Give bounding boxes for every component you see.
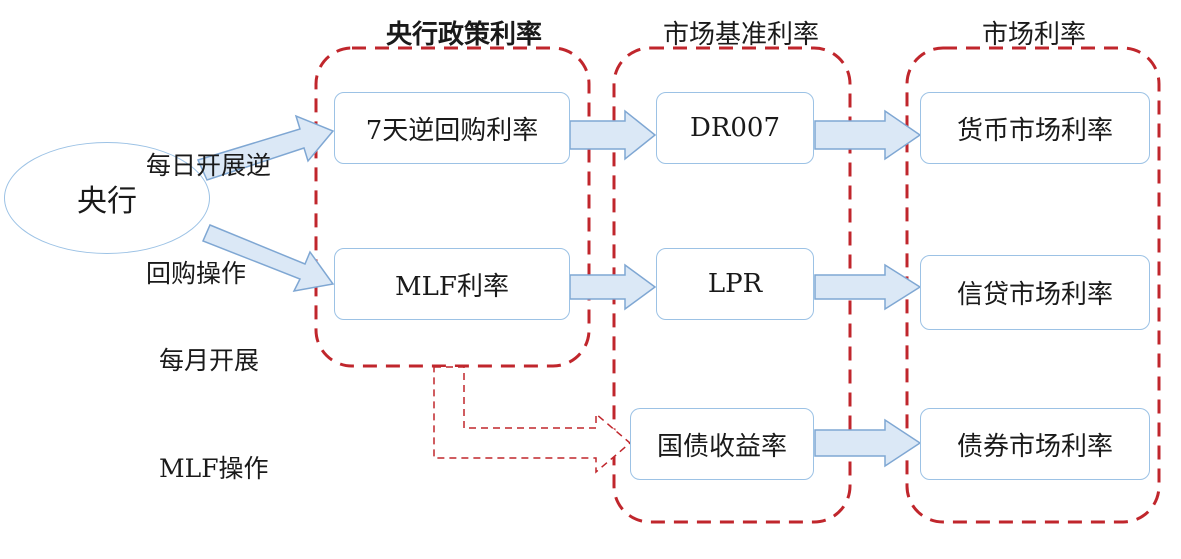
- daily-operation-label: 每日开展逆 回购操作: [146, 76, 271, 364]
- reverse-repo-rate-node: 7天逆回购利率: [334, 92, 570, 164]
- diagram-shapes: [196, 46, 1161, 524]
- lpr-node: LPR: [656, 248, 814, 320]
- column-title-market: 市场利率: [982, 20, 1087, 50]
- gov-bond-yield-label: 国债收益率: [656, 431, 787, 462]
- arrow-gov-bond-to-bond-market: [814, 418, 922, 468]
- arrow-monthly-operation: [202, 224, 335, 293]
- daily-operation-line2: 回购操作: [146, 259, 247, 288]
- arrow-daily-operation: [196, 114, 335, 181]
- credit-market-rate-node: 信贷市场利率: [920, 255, 1150, 330]
- dr007-label: DR007: [689, 113, 781, 143]
- dr007-node: DR007: [656, 92, 814, 164]
- money-market-rate-node: 货币市场利率: [920, 92, 1150, 164]
- diagram-canvas: 央行政策利率 市场基准利率 市场利率 央行 每日开展逆 回购操作 每月开展 ML…: [4, 20, 1161, 524]
- reverse-repo-rate-label: 7天逆回购利率: [365, 115, 539, 146]
- column-title-policy: 央行政策利率: [386, 20, 543, 50]
- gov-bond-yield-node: 国债收益率: [630, 408, 814, 480]
- group-policy-frame: [314, 46, 591, 368]
- daily-operation-line1: 每日开展逆: [146, 151, 272, 180]
- central-bank-node: 央行: [4, 142, 210, 254]
- arrow-reverse-repo-to-dr007: [569, 109, 657, 161]
- arrow-policy-to-gov-bond-dashed: [433, 366, 632, 474]
- monthly-operation-line1: 每月开展: [159, 346, 260, 375]
- arrow-dr007-to-money-market: [814, 109, 922, 161]
- central-bank-label: 央行: [77, 184, 137, 219]
- credit-market-rate-label: 信贷市场利率: [956, 280, 1113, 310]
- bond-market-rate-node: 债券市场利率: [920, 408, 1150, 480]
- money-market-rate-label: 货币市场利率: [956, 115, 1113, 146]
- monthly-operation-label: 每月开展 MLF操作: [159, 271, 269, 559]
- bond-market-rate-label: 债券市场利率: [956, 431, 1113, 462]
- mlf-rate-label: MLF利率: [395, 271, 509, 302]
- monthly-operation-line2: MLF操作: [159, 454, 269, 483]
- arrow-lpr-to-credit-market: [814, 263, 922, 311]
- column-title-benchmark: 市场基准利率: [663, 20, 820, 50]
- lpr-label: LPR: [707, 269, 763, 299]
- mlf-rate-node: MLF利率: [334, 248, 570, 320]
- arrow-mlf-to-lpr: [569, 263, 657, 311]
